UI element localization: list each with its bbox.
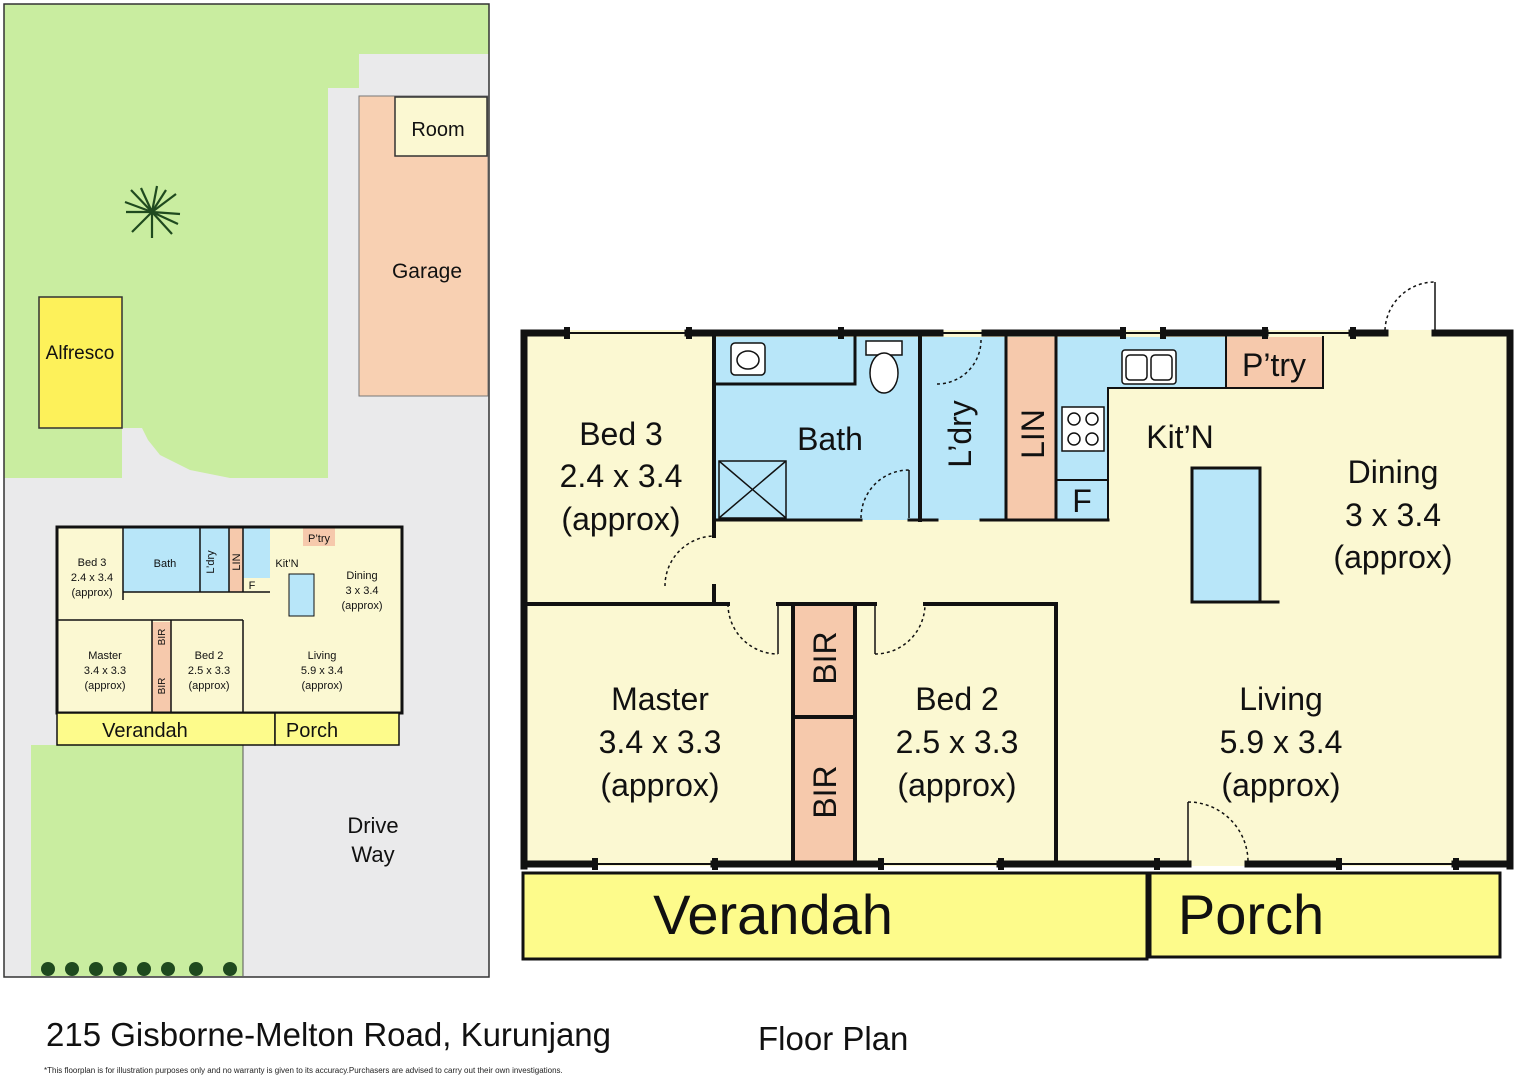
shed-room bbox=[394, 96, 488, 157]
disclaimer-text: *This floorplan is for illustration purp… bbox=[44, 1066, 563, 1075]
kitchen-fixtures bbox=[1061, 349, 1177, 452]
pantry-area bbox=[1226, 337, 1323, 388]
pantry-name: P’try bbox=[1242, 347, 1306, 383]
linen-name: LIN bbox=[1015, 409, 1051, 459]
site-boundary bbox=[3, 3, 490, 978]
shower-icon bbox=[718, 460, 787, 519]
mini-master-size: 3.4 x 3.3 bbox=[84, 665, 126, 677]
kitchen-name: Kit’N bbox=[1146, 419, 1214, 455]
linen-area bbox=[1006, 337, 1056, 520]
bed2-size: 2.5 x 3.3 bbox=[896, 724, 1019, 760]
main-floor-plan: Bed 3 2.4 x 3.4 (approx) Bath L’dry LIN … bbox=[520, 281, 1514, 961]
hedge-shrubs bbox=[41, 962, 237, 976]
mini-dining-size: 3 x 3.4 bbox=[345, 585, 378, 597]
front-lawn bbox=[31, 745, 243, 976]
bed2-name: Bed 2 bbox=[915, 681, 999, 717]
fridge-name: F bbox=[1072, 483, 1092, 519]
mini-fridge-name: F bbox=[249, 580, 256, 592]
mini-bir-lower: BIR bbox=[157, 678, 168, 695]
living-approx: (approx) bbox=[1221, 767, 1340, 803]
garage-label: Garage bbox=[392, 260, 462, 283]
master-size: 3.4 x 3.3 bbox=[599, 724, 722, 760]
kitchen-island bbox=[1192, 468, 1260, 602]
mini-master-name: Master bbox=[88, 650, 122, 662]
master-approx: (approx) bbox=[600, 767, 719, 803]
kitchen-bench-area bbox=[1056, 337, 1226, 520]
mini-pantry-name: P’try bbox=[308, 533, 331, 545]
door-swings bbox=[664, 281, 1436, 866]
mini-bed3-approx: (approx) bbox=[72, 587, 113, 599]
dining-name: Dining bbox=[1348, 454, 1439, 490]
mini-bed2-name: Bed 2 bbox=[195, 650, 224, 662]
mini-verandah-label: Verandah bbox=[102, 720, 188, 742]
mini-dining-approx: (approx) bbox=[342, 600, 383, 612]
verandah bbox=[521, 871, 1149, 961]
dining-approx: (approx) bbox=[1333, 539, 1452, 575]
mini-bed2-size: 2.5 x 3.3 bbox=[188, 665, 230, 677]
bed3-name: Bed 3 bbox=[579, 416, 663, 452]
bed2-approx: (approx) bbox=[897, 767, 1016, 803]
bir-lower-name: BIR bbox=[807, 765, 843, 818]
bed3-approx: (approx) bbox=[561, 501, 680, 537]
mini-living-size: 5.9 x 3.4 bbox=[301, 665, 343, 677]
mini-living-name: Living bbox=[308, 650, 337, 662]
bir-area-upper bbox=[793, 604, 855, 717]
mini-porch-label: Porch bbox=[286, 720, 338, 742]
living-size: 5.9 x 3.4 bbox=[1220, 724, 1343, 760]
backyard-lawn bbox=[4, 4, 489, 478]
property-address: 215 Gisborne-Melton Road, Kurunjang bbox=[46, 1016, 612, 1053]
porch bbox=[1148, 871, 1502, 959]
mini-house: Bed 3 2.4 x 3.4 (approx) Bath L’dry LIN … bbox=[55, 525, 404, 746]
verandah-label: Verandah bbox=[653, 883, 893, 946]
site-plan: Room Garage Alfresco Drive Way bbox=[3, 3, 490, 978]
mini-linen-name: LIN bbox=[231, 553, 243, 570]
alfresco-label: Alfresco bbox=[46, 343, 115, 364]
living-name: Living bbox=[1239, 681, 1323, 717]
mini-bir-upper: BIR bbox=[157, 629, 168, 646]
mini-dining-name: Dining bbox=[346, 570, 377, 582]
sink-icon bbox=[1121, 349, 1177, 385]
laundry-area bbox=[922, 337, 1006, 520]
mini-bed2-approx: (approx) bbox=[189, 680, 230, 692]
mini-laundry-name: L’dry bbox=[205, 550, 217, 574]
window-markers bbox=[564, 327, 1459, 870]
plan-title: Floor Plan bbox=[758, 1020, 909, 1057]
mini-porch bbox=[274, 712, 400, 746]
walls bbox=[520, 329, 1514, 870]
bir-area-lower bbox=[793, 717, 855, 862]
mini-bed3-size: 2.4 x 3.4 bbox=[71, 572, 113, 584]
mini-kitchen-name: Kit’N bbox=[275, 558, 298, 570]
driveway-label-line1: Drive bbox=[347, 813, 398, 838]
mini-bed3-name: Bed 3 bbox=[78, 557, 107, 569]
basin-icon bbox=[730, 342, 766, 376]
bath-fixtures bbox=[718, 340, 903, 519]
palm-tree-icon bbox=[124, 185, 181, 238]
mini-bath-name: Bath bbox=[154, 558, 177, 570]
cooktop-icon bbox=[1061, 406, 1105, 452]
dining-size: 3 x 3.4 bbox=[1345, 497, 1441, 533]
driveway-label-line2: Way bbox=[351, 842, 394, 867]
laundry-name: L’dry bbox=[942, 400, 978, 468]
bed3-size: 2.4 x 3.4 bbox=[560, 458, 683, 494]
mini-living-approx: (approx) bbox=[302, 680, 343, 692]
master-name: Master bbox=[611, 681, 709, 717]
bath-name: Bath bbox=[797, 421, 863, 457]
porch-label: Porch bbox=[1178, 883, 1324, 946]
room-label: Room bbox=[411, 119, 464, 141]
alfresco bbox=[38, 296, 123, 429]
bir-upper-name: BIR bbox=[807, 631, 843, 684]
mini-master-approx: (approx) bbox=[85, 680, 126, 692]
